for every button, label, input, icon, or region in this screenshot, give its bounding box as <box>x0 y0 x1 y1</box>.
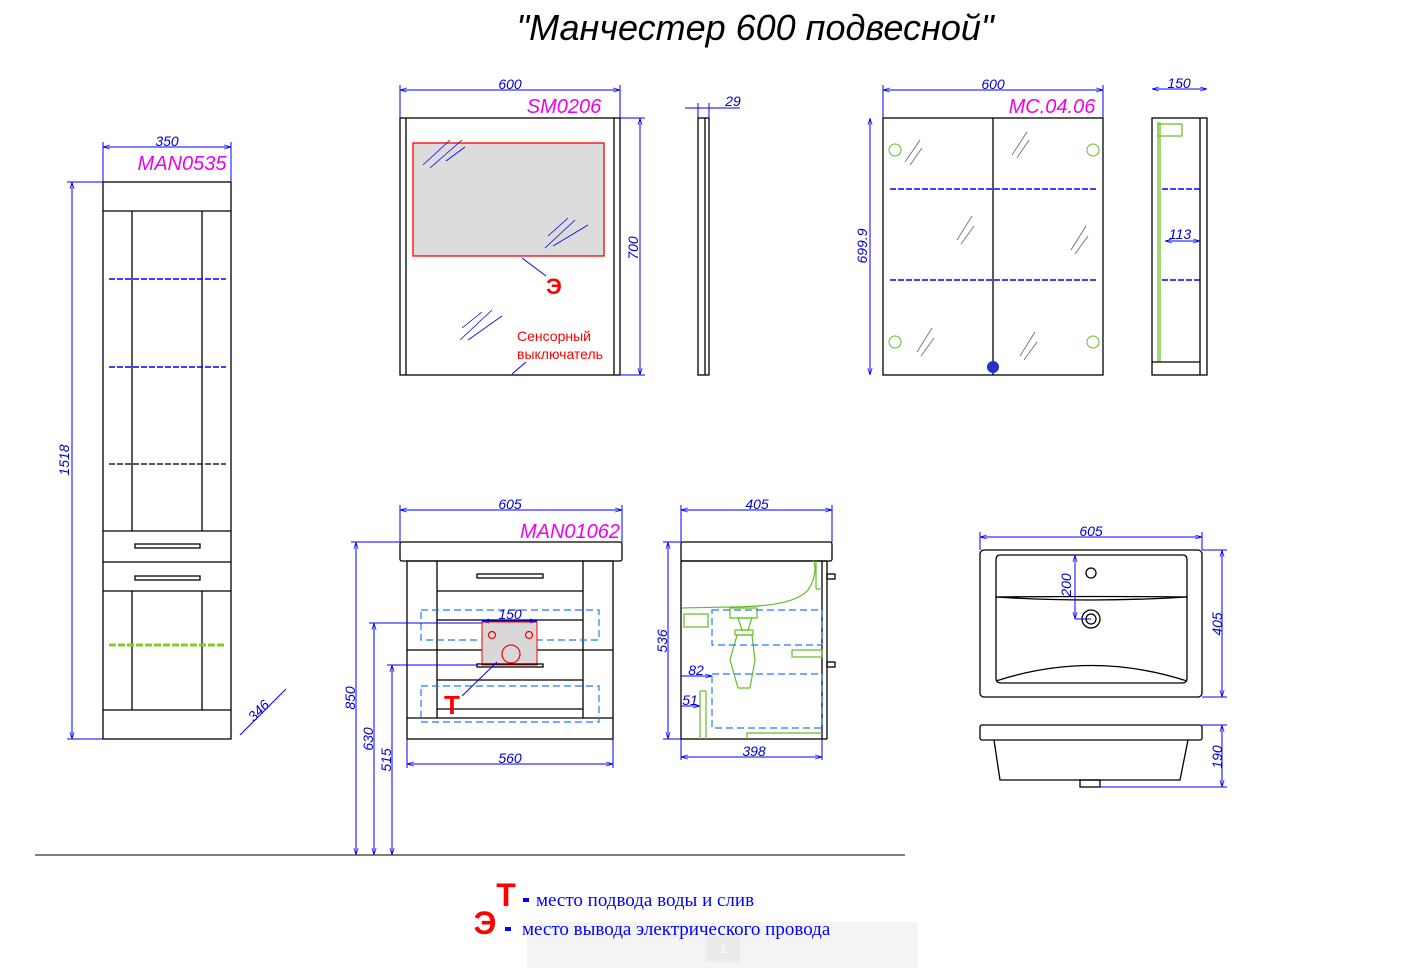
pencil-case-code: MAN0535 <box>138 153 228 175</box>
mirror-depth: 29 <box>724 93 741 109</box>
mirror-cabinet-drawing <box>870 85 1208 376</box>
vanity-code: MAN01062 <box>520 521 620 543</box>
mirror-cabinet-shelf-depth: 113 <box>1169 226 1192 242</box>
vanity-width: 605 <box>498 496 522 512</box>
mirror-cabinet-code: MC.04.06 <box>1009 96 1097 118</box>
mirror-height: 700 <box>625 236 641 260</box>
vanity-side-depth: 405 <box>745 496 769 512</box>
basin-drawing <box>979 532 1227 788</box>
mirror-cabinet-depth: 150 <box>1167 75 1191 91</box>
vanity-pipe-height: 630 <box>360 727 376 751</box>
pencil-case-drawing <box>67 142 287 740</box>
sensor-switch-label-2: выключатель <box>517 346 603 362</box>
pencil-case-width: 350 <box>155 133 179 149</box>
mirror-width: 600 <box>498 76 522 92</box>
basin-height: 190 <box>1209 745 1225 769</box>
page-number-box[interactable] <box>706 936 740 962</box>
basin-drain-offset: 200 <box>1058 573 1074 598</box>
pencil-case-depth: 346 <box>245 696 273 724</box>
mirror-cabinet-width: 600 <box>981 76 1005 92</box>
mirror-code: SM0206 <box>527 96 602 118</box>
legend-text-water: место подвода воды и слив <box>536 890 754 911</box>
vanity-side-height: 536 <box>654 629 670 653</box>
page-number: 1 <box>720 942 727 956</box>
basin-width: 605 <box>1079 523 1103 539</box>
drawing-title: "Манчестер 600 подвесной" <box>516 7 996 48</box>
vanity-side-body-depth: 398 <box>742 743 766 759</box>
vanity-side-offset-51: 51 <box>682 692 698 708</box>
basin-depth: 405 <box>1209 612 1225 636</box>
vanity-side-offset-82: 82 <box>688 662 704 678</box>
legend-mark-water: Т <box>496 877 516 913</box>
legend-mark-electric: Э <box>474 905 497 941</box>
vanity-body-width: 560 <box>498 750 522 766</box>
vanity-side-drawing <box>663 505 836 760</box>
pencil-case-height: 1518 <box>56 444 72 475</box>
water-supply-mark: Т <box>444 690 460 720</box>
legend: Т место подвода воды и слив Э место выво… <box>474 877 831 941</box>
vanity-total-height: 850 <box>342 686 358 710</box>
vanity-drain-height: 515 <box>378 748 394 772</box>
mirror-cabinet-height: 699.9 <box>854 228 870 263</box>
sensor-switch-label-1: Сенсорный <box>517 328 591 344</box>
legend-text-electric: место вывода электрического провода <box>522 919 831 940</box>
vanity-front-drawing <box>35 505 905 856</box>
vanity-plate-width: 150 <box>498 606 522 622</box>
page-toolbar: 1 <box>527 922 918 968</box>
electric-outlet-mark: Э <box>546 274 562 299</box>
mirror-drawing <box>399 85 740 376</box>
